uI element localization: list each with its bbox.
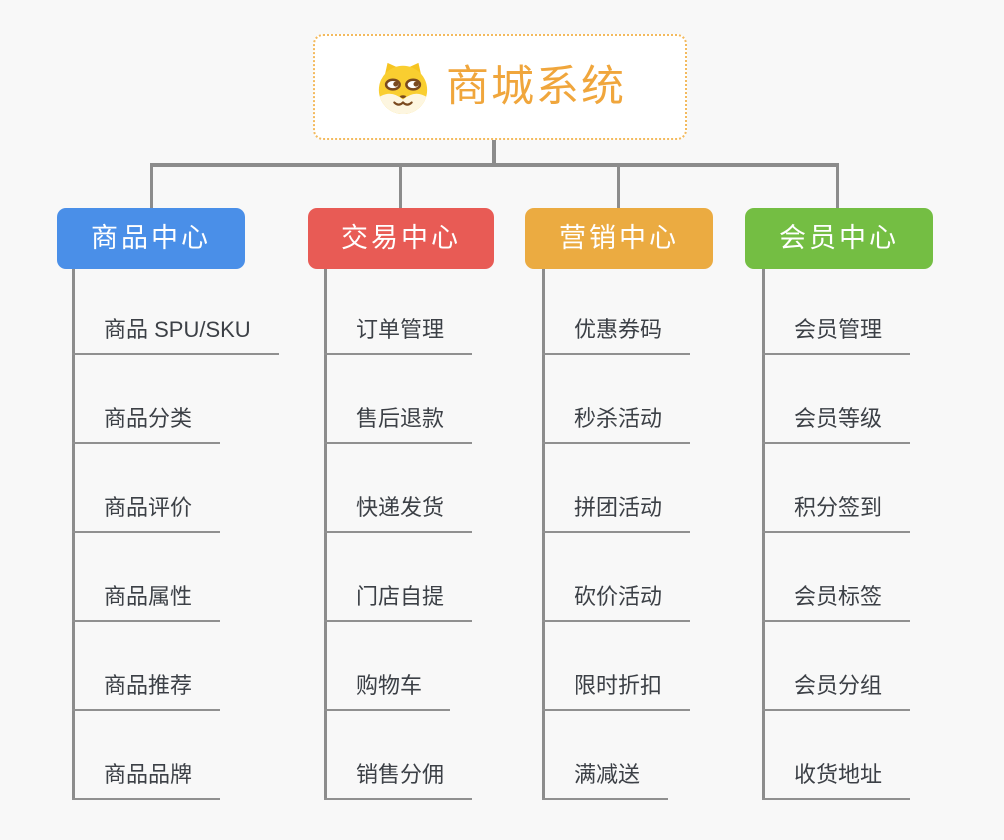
leaf-item[interactable]: 商品分类	[72, 404, 221, 444]
leaf-item[interactable]: 收货地址	[762, 760, 911, 800]
branch-node-product-center[interactable]: 商品中心	[57, 208, 245, 269]
leaf-item[interactable]: 会员管理	[762, 315, 911, 355]
leaf-item[interactable]: 秒杀活动	[542, 404, 691, 444]
branch-node-marketing-center[interactable]: 营销中心	[525, 208, 713, 269]
connector-drop-4	[836, 163, 839, 208]
leaf-item[interactable]: 订单管理	[324, 315, 473, 355]
root-title: 商城系统	[446, 62, 626, 111]
leaf-column-member-center: 会员管理 会员等级 积分签到 会员标签 会员分组 收货地址	[762, 269, 992, 809]
leaf-item[interactable]: 快递发货	[324, 493, 473, 533]
leaf-item[interactable]: 限时折扣	[542, 671, 691, 711]
shiba-dog-icon	[378, 62, 428, 115]
leaf-item[interactable]: 优惠券码	[542, 315, 691, 355]
leaf-column-product-center: 商品 SPU/SKU 商品分类 商品评价 商品属性 商品推荐 商品品牌	[72, 269, 302, 809]
connector-drop-1	[150, 163, 153, 208]
leaf-item[interactable]: 会员等级	[762, 404, 911, 444]
leaf-item[interactable]: 商品推荐	[72, 671, 221, 711]
column-trunk-line	[762, 269, 765, 800]
connector-drop-2	[399, 163, 402, 208]
leaf-item[interactable]: 积分签到	[762, 493, 911, 533]
root-node[interactable]: 商城系统	[313, 34, 687, 140]
leaf-item[interactable]: 售后退款	[324, 404, 473, 444]
column-trunk-line	[324, 269, 327, 800]
branch-node-member-center[interactable]: 会员中心	[745, 208, 933, 269]
leaf-item[interactable]: 购物车	[324, 671, 451, 711]
leaf-item[interactable]: 商品品牌	[72, 760, 221, 800]
branch-label: 交易中心	[341, 223, 461, 253]
connector-root-stub	[492, 140, 496, 164]
branch-node-trade-center[interactable]: 交易中心	[308, 208, 494, 269]
column-trunk-line	[542, 269, 545, 800]
leaf-item[interactable]: 商品属性	[72, 582, 221, 622]
leaf-column-marketing-center: 优惠券码 秒杀活动 拼团活动 砍价活动 限时折扣 满减送	[542, 269, 772, 809]
leaf-item[interactable]: 会员分组	[762, 671, 911, 711]
leaf-item[interactable]: 商品评价	[72, 493, 221, 533]
leaf-item[interactable]: 商品 SPU/SKU	[72, 315, 279, 355]
connector-drop-3	[617, 163, 620, 208]
connector-bus	[150, 163, 839, 167]
branch-label: 营销中心	[559, 223, 679, 253]
leaf-item[interactable]: 销售分佣	[324, 760, 473, 800]
branch-label: 会员中心	[779, 223, 899, 253]
leaf-item[interactable]: 拼团活动	[542, 493, 691, 533]
leaf-item[interactable]: 会员标签	[762, 582, 911, 622]
branch-label: 商品中心	[91, 223, 211, 253]
leaf-item[interactable]: 门店自提	[324, 582, 473, 622]
leaf-item[interactable]: 砍价活动	[542, 582, 691, 622]
leaf-item[interactable]: 满减送	[542, 760, 669, 800]
column-trunk-line	[72, 269, 75, 800]
leaf-column-trade-center: 订单管理 售后退款 快递发货 门店自提 购物车 销售分佣	[324, 269, 554, 809]
